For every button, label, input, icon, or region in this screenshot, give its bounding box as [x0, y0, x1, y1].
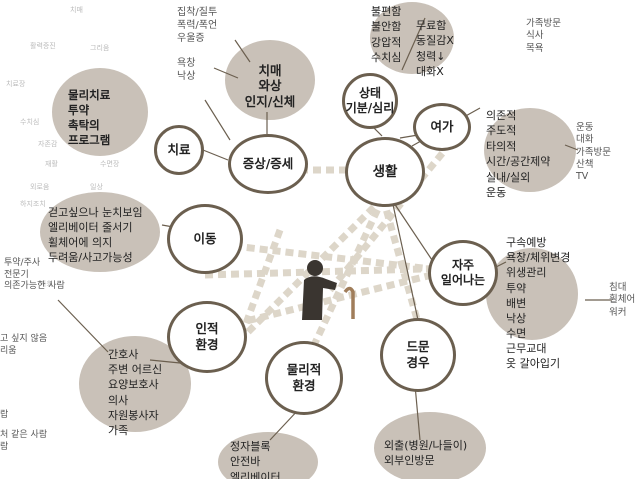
faint-label: 하지조치 [20, 200, 46, 208]
faint-label: 사회 [40, 280, 53, 288]
group-blob [486, 248, 578, 340]
node-human-environment[interactable]: 인적 환경 [167, 301, 247, 373]
connector-line [236, 228, 284, 342]
faint-label: 치매 [70, 6, 83, 14]
node-dementia[interactable]: 치매 와상 인지/신체 [244, 62, 296, 109]
node-movement[interactable]: 이동 [167, 204, 243, 274]
node-treatment[interactable]: 치료 [154, 125, 204, 175]
node-physical-environment[interactable]: 물리적 환경 [265, 341, 343, 415]
connector-line [209, 264, 461, 334]
leader-line [57, 299, 109, 353]
group-blob [79, 336, 191, 432]
faint-label: 치료장 [6, 80, 26, 88]
frequent-side-label: 침대 휠체어 워커 [609, 282, 636, 318]
physical-group-label: 정자블록 안전바 엘리베이터 [230, 440, 281, 479]
faint-label: 자존감 [38, 140, 58, 148]
faint-label: 재활 [45, 160, 58, 168]
group-blob [484, 108, 576, 192]
leisure-group-label: 의존적 주도적 타의적 시간/공간제약 실내/실외 운동 [486, 109, 551, 199]
dementia-symptoms-label: 집착/질투 폭력/폭언 우울증 [177, 7, 218, 44]
people-group-label: 간호사 주변 어르신 요양보호사 의사 자원봉사자 가족 [108, 348, 163, 437]
leader-line [564, 144, 579, 151]
top-right-label: 가족방문 식사 목욕 [526, 18, 561, 54]
connector-line [237, 195, 386, 343]
faint-label: 외로움 [30, 183, 50, 191]
treatment-group-label: 물리치료 투약 촉탁의 프로그램 [68, 88, 111, 147]
faint-label: 일상 [90, 183, 103, 191]
leader-line [234, 39, 251, 63]
node-symptoms[interactable]: 증상/증세 [228, 134, 308, 194]
movement-group-label: 걷고싶으나 눈치보임 엘리베이터 줄서기 휠체어에 의지 두려움/사고가능성 [48, 206, 143, 264]
group-blob [370, 2, 454, 74]
node-leisure[interactable]: 여가 [413, 103, 471, 151]
dementia-side-label: 욕창 낙상 [177, 58, 196, 82]
leader-line [401, 17, 426, 71]
faint-label: 수면장 [100, 160, 120, 168]
connector-line [327, 147, 448, 293]
frequent-group-label: 구속예방 욕창/체위변경 위생관리 투약 배변 낙상 수면 근무교대 옷 갈아입… [506, 236, 571, 371]
rare-group-label: 외출(병원/나들이) 외부인방문 [384, 439, 468, 468]
people-note-4: 처 같은 사람 람 [0, 430, 48, 452]
people-note-2: 고 싶지 않음 리움 [0, 334, 48, 356]
leader-line [204, 99, 231, 141]
node-rare-cases[interactable]: 드문 경우 [380, 318, 456, 392]
node-frequent[interactable]: 자주 일어나는 [428, 240, 498, 306]
people-note-3: 랍 [0, 410, 9, 420]
leader-line [414, 384, 421, 441]
leader-line [213, 67, 239, 79]
status-feelings-label: 불편함 불안함 강압적 수치심 [371, 5, 402, 65]
status-feelings-label-2: 무료함 동질감X 청력↓ 대화X [416, 19, 454, 79]
connector-line [204, 264, 459, 279]
group-blob [218, 432, 318, 479]
people-note-1: 투약/주사 전문기 의존가능한 사람 [4, 258, 65, 292]
group-blob [225, 40, 315, 120]
leader-line [391, 199, 419, 321]
faint-label: 그리움 [90, 44, 110, 52]
node-status-mood[interactable]: 상태 기분/심리 [342, 73, 398, 129]
group-blob [52, 68, 148, 156]
node-life[interactable]: 생활 [345, 137, 425, 207]
leader-line [391, 199, 433, 261]
faint-label: 수치심 [20, 118, 40, 126]
connector-line [379, 197, 424, 331]
group-blob [374, 412, 486, 479]
group-blob [40, 192, 160, 272]
leisure-side-label: 운동 대화 가족방문 산책 TV [576, 122, 611, 183]
elderly-person-with-cane-icon [302, 260, 355, 320]
faint-label: 활력증진 [30, 42, 56, 50]
